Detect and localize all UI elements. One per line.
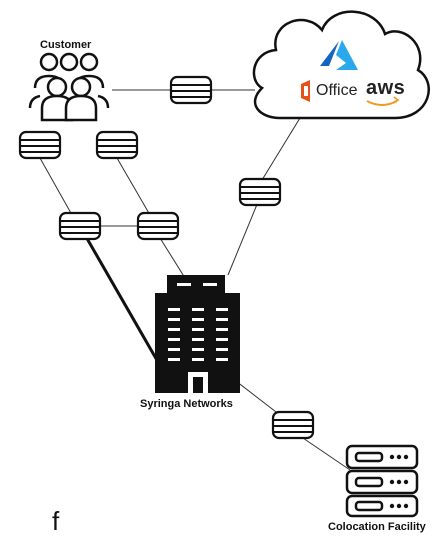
link-cloud-router-right [261,117,301,181]
azure-logo-icon [320,40,358,70]
server-stack-icon [345,444,419,518]
syringa-networks-label: Syringa Networks [140,398,233,410]
office-logo-text: Office [316,82,358,99]
link-router-right-building [227,201,259,276]
router-icon-mid [136,211,180,241]
aws-logo-text: aws [366,77,406,99]
office-logo-icon [301,80,310,102]
link-left-routers-a [39,157,73,216]
router-icon-left-2 [95,130,139,160]
building-icon [155,275,240,393]
router-icon-bottom [271,410,315,440]
link-router-building-thick [83,234,160,363]
cloud-icon [252,10,430,120]
aws-arrow-icon [393,96,400,103]
customer-group-icon [28,52,110,122]
customer-label: Customer [40,39,92,51]
router-icon-mid-left [58,211,102,241]
link-left-routers-b [116,157,151,216]
colocation-facility-label: Colocation Facility [328,521,426,533]
link-router-mid-building [159,237,186,279]
router-icon-left-1 [18,130,62,160]
router-icon-top [169,75,213,105]
router-icon-right [238,177,282,207]
stray-text: f [52,506,60,536]
link-router-bottom-colo [299,435,351,471]
server-led-icons [389,454,409,509]
network-links [39,89,351,471]
